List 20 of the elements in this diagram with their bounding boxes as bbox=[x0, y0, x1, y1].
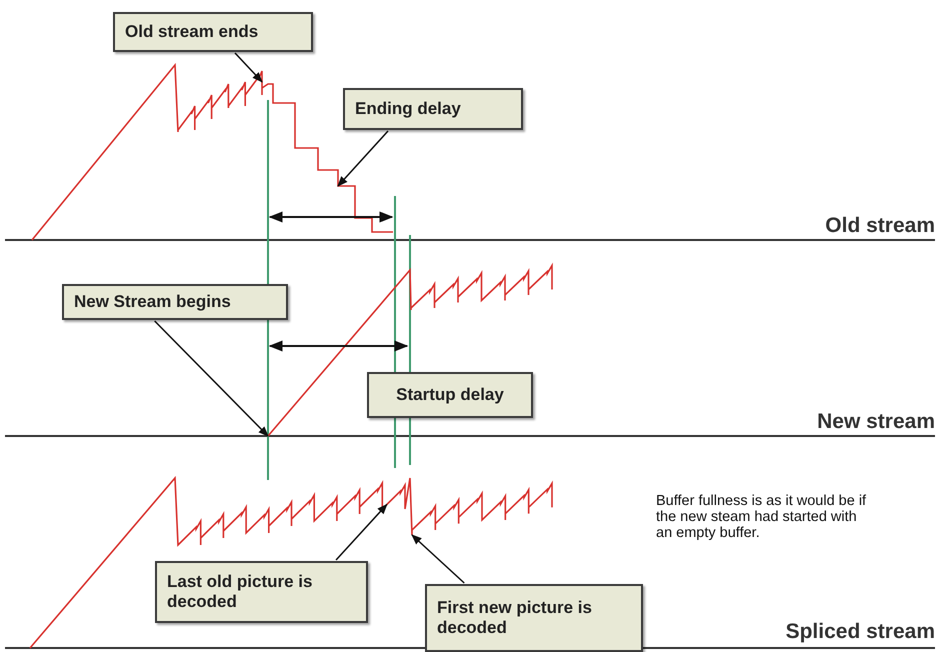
callout-box bbox=[62, 284, 288, 320]
callout-text: New Stream begins bbox=[74, 292, 231, 312]
callout-text: Startup delay bbox=[396, 385, 504, 405]
callout-text: Ending delay bbox=[355, 99, 461, 119]
stream-label: Old stream bbox=[824, 214, 935, 238]
callout-text: Old stream ends bbox=[125, 22, 258, 42]
leader-arrow bbox=[234, 52, 263, 83]
callout-box bbox=[425, 584, 643, 652]
buffer-fullness-curve bbox=[267, 262, 553, 437]
note-text: Buffer fullness is as it would be if the new steam had started with an empty buffer. bbox=[656, 494, 868, 542]
stream-label: New stream bbox=[816, 410, 935, 434]
leader-arrow bbox=[336, 504, 388, 560]
callout-text: First new picture is decoded bbox=[437, 598, 593, 638]
callout-text: Last old picture is decoded bbox=[167, 572, 314, 612]
leader-arrow bbox=[411, 534, 465, 584]
callout-box bbox=[113, 12, 313, 52]
leader-arrow bbox=[337, 130, 389, 187]
callout-box bbox=[343, 88, 523, 130]
stream-label: Spliced stream bbox=[784, 620, 935, 644]
leader-arrow bbox=[154, 320, 269, 437]
